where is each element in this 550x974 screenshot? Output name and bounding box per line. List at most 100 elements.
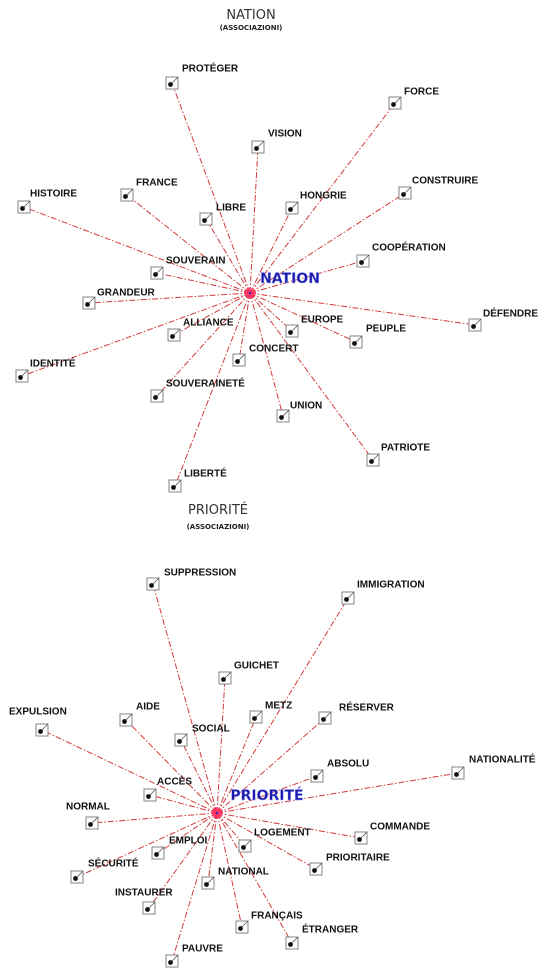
node-commande: COMMANDE bbox=[354, 822, 430, 845]
node-label: AIDE bbox=[136, 702, 160, 713]
node-dot bbox=[357, 837, 362, 842]
edge-construire bbox=[249, 192, 406, 294]
edge-souverain bbox=[156, 272, 251, 294]
edge-liberté bbox=[174, 292, 251, 487]
node-union: UNION bbox=[276, 401, 322, 423]
node-label: NATIONAL bbox=[218, 867, 269, 878]
node-label: FORCE bbox=[404, 87, 439, 98]
node-label: NORMAL bbox=[66, 802, 110, 813]
edge-europe bbox=[249, 292, 293, 332]
edge-réserver bbox=[216, 717, 326, 814]
node-dot bbox=[38, 729, 43, 734]
node-label: ALLIANCE bbox=[183, 318, 234, 329]
node-accès: ACCÈS bbox=[143, 775, 192, 802]
node-metz: METZ bbox=[249, 701, 292, 724]
node-dot bbox=[279, 415, 284, 420]
node-histoire: HISTOIRE bbox=[17, 189, 77, 214]
node-label: SUPPRESSION bbox=[164, 568, 236, 579]
node-dot bbox=[391, 102, 396, 107]
node-dot bbox=[123, 194, 128, 199]
edge-suppression bbox=[152, 583, 218, 814]
edge-défendre bbox=[249, 292, 476, 326]
edge-hongrie bbox=[249, 207, 293, 294]
node-label: PROTÉGER bbox=[182, 62, 239, 75]
node-europe: EUROPE bbox=[285, 315, 344, 338]
node-grandeur: GRANDEUR bbox=[82, 288, 156, 310]
node-label: HISTOIRE bbox=[30, 189, 77, 200]
node-protéger: PROTÉGER bbox=[165, 62, 239, 90]
node-dot bbox=[288, 942, 293, 947]
node-normal: NORMAL bbox=[66, 802, 110, 830]
node-réserver: RÉSERVER bbox=[318, 701, 395, 725]
node-force: FORCE bbox=[388, 87, 439, 110]
node-dot bbox=[401, 192, 406, 197]
node-identité: IDENTITÉ bbox=[15, 357, 76, 383]
node-instaurer: INSTAURER bbox=[115, 888, 173, 915]
edge-alliance bbox=[173, 292, 251, 336]
node-label: EUROPE bbox=[301, 315, 344, 326]
node-national: NATIONAL bbox=[201, 867, 269, 890]
node-label: PAUVRE bbox=[182, 944, 223, 955]
edge-patriote bbox=[249, 292, 374, 461]
node-label: METZ bbox=[265, 701, 292, 712]
node-label: EMPLOI bbox=[169, 836, 208, 847]
node-immigration: IMMIGRATION bbox=[341, 580, 425, 605]
edge-peuple bbox=[249, 292, 357, 343]
edge-nationalité bbox=[216, 772, 459, 814]
node-label: COOPÉRATION bbox=[372, 241, 446, 254]
node-dot bbox=[171, 485, 176, 490]
node-dot bbox=[153, 272, 158, 277]
node-libre: LIBRE bbox=[199, 203, 246, 226]
node-dot bbox=[18, 375, 23, 380]
edge-absolu bbox=[216, 775, 318, 814]
node-dot bbox=[85, 302, 90, 307]
edge-vision bbox=[249, 146, 259, 294]
node-label: LOGEMENT bbox=[254, 828, 311, 839]
edge-étranger bbox=[216, 812, 293, 944]
node-construire: CONSTRUIRE bbox=[398, 176, 478, 200]
node-dot bbox=[252, 716, 257, 721]
node-dot bbox=[454, 772, 459, 777]
edge-force bbox=[249, 102, 396, 294]
node-patriote: PATRIOTE bbox=[366, 443, 430, 467]
node-prioritaire: PRIORITAIRE bbox=[309, 853, 390, 876]
node-label: ABSOLU bbox=[327, 759, 369, 770]
node-dot bbox=[238, 926, 243, 931]
edge-normal bbox=[91, 812, 218, 824]
node-dot bbox=[254, 146, 259, 151]
edge-pauvre bbox=[171, 812, 218, 962]
node-label: GRANDEUR bbox=[97, 288, 156, 299]
edge-national bbox=[207, 812, 218, 884]
node-dot bbox=[312, 868, 317, 873]
edge-metz bbox=[216, 716, 257, 814]
center-node bbox=[211, 807, 223, 819]
edge-sécurité bbox=[76, 812, 218, 878]
edge-prioritaire bbox=[216, 812, 317, 870]
node-sécurité: SÉCURITÉ bbox=[70, 857, 139, 884]
node-dot bbox=[177, 739, 182, 744]
node-label: RÉSERVER bbox=[339, 701, 395, 714]
node-label: SOCIAL bbox=[192, 724, 230, 735]
node-étranger: ÉTRANGER bbox=[285, 923, 359, 950]
node-pauvre: PAUVRE bbox=[165, 944, 223, 968]
node-dot bbox=[288, 207, 293, 212]
node-dot bbox=[204, 882, 209, 887]
node-dot bbox=[352, 341, 357, 346]
edge-protéger bbox=[171, 82, 251, 294]
priorite-association-graph: PRIORITÉSUPPRESSIONIMMIGRATIONGUICHETEXP… bbox=[9, 568, 536, 968]
node-dot bbox=[221, 677, 226, 682]
node-label: GUICHET bbox=[234, 661, 279, 672]
node-dot bbox=[321, 717, 326, 722]
node-souverain: SOUVERAIN bbox=[150, 256, 225, 280]
node-dot bbox=[313, 775, 318, 780]
node-dot bbox=[145, 907, 150, 912]
node-label: SOUVERAIN bbox=[166, 256, 225, 267]
node-dot bbox=[288, 330, 293, 335]
edge-commande bbox=[216, 812, 362, 839]
node-dot bbox=[88, 822, 93, 827]
edges bbox=[21, 82, 476, 487]
node-dot bbox=[369, 459, 374, 464]
node-défendre: DÉFENDRE bbox=[468, 307, 538, 332]
